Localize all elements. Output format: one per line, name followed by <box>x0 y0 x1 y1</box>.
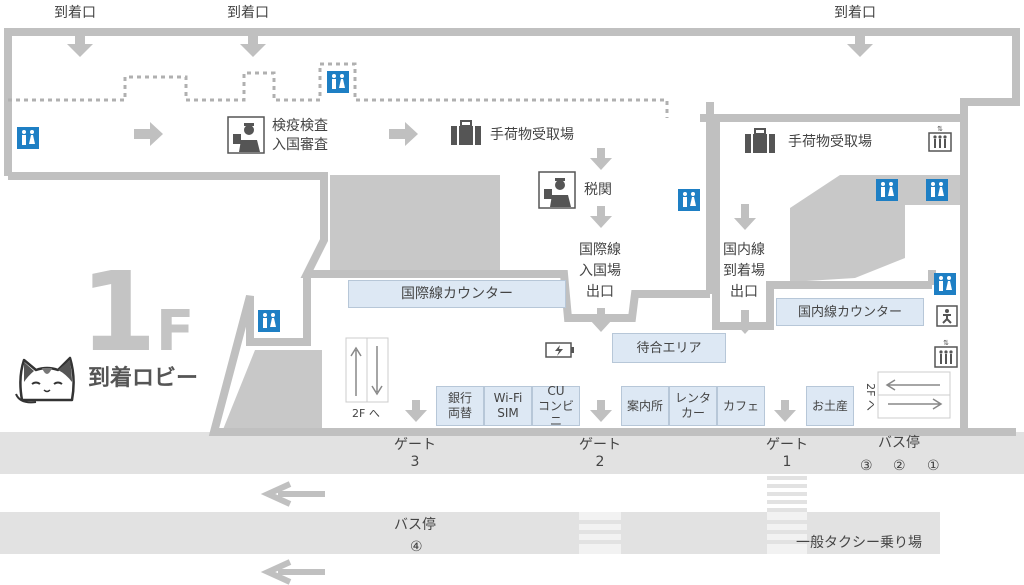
gate-2-label: ゲート <box>579 437 621 453</box>
shop-line: 案内所 <box>626 398 663 413</box>
shop-souvenir: お土産 <box>806 386 854 426</box>
wheelchair-icon <box>936 305 958 327</box>
shop-line: 銀行 <box>447 391 472 405</box>
svg-text:⇅: ⇅ <box>937 125 943 133</box>
bus-stop-number: ① <box>927 458 940 474</box>
shop-line: 両替 <box>447 406 472 420</box>
intl-exit-label-3: 出口 <box>586 284 614 300</box>
road-arrow-upper <box>260 481 325 507</box>
baggage-claim-dom-label: 手荷物受取場 <box>788 134 872 150</box>
toilet-icon <box>327 71 349 93</box>
road-arrow-lower <box>260 559 325 585</box>
shop-line: お土産 <box>811 398 848 413</box>
gate-1-number: 1 <box>782 454 792 470</box>
intl-exit-label-1: 国際線 <box>579 242 621 258</box>
shop-cafe: カフェ <box>717 386 765 426</box>
elevator-icon: ⇅ <box>934 338 958 368</box>
toilet-icon <box>876 179 898 201</box>
toilet-icon <box>934 273 956 295</box>
bus-stop-number: ④ <box>410 539 423 555</box>
arrival-gate-label: 到着口 <box>834 5 876 21</box>
baggage-icon <box>450 120 482 146</box>
dom-exit-label-2: 到着場 <box>723 263 765 279</box>
to-2f-label-left: 2F へ <box>352 407 380 420</box>
block-right <box>790 175 963 282</box>
toilet-icon <box>678 189 700 211</box>
shop-information: 案内所 <box>621 386 669 426</box>
block-left-shadow <box>222 350 322 432</box>
gate-1-label: ゲート <box>766 437 808 453</box>
baggage-icon <box>744 128 776 154</box>
shop-bank-exchange: 銀行両替 <box>436 386 484 426</box>
baggage-claim-intl-label: 手荷物受取場 <box>490 127 574 143</box>
bus-stop-left-label: バス停 <box>394 517 436 533</box>
bus-stop-right-label: バス停 <box>878 435 920 451</box>
intl-exit-label-2: 入国場 <box>579 263 621 279</box>
bus-stop-number: ② <box>893 458 906 474</box>
customs-label: 税関 <box>584 182 612 198</box>
immigration-label: 入国審査 <box>272 137 328 153</box>
passport-control-icon <box>538 171 576 209</box>
arrival-gate-label: 到着口 <box>227 5 269 21</box>
arrival-gate-label: 到着口 <box>54 5 96 21</box>
road-upper <box>0 432 1024 474</box>
floor-number-one: 1 <box>80 248 157 376</box>
shop-line: Wi-Fi <box>493 391 523 405</box>
to-2f-label-right: 2F へ <box>864 383 877 411</box>
taxi-stand-label: 一般タクシー乗り場 <box>796 535 922 551</box>
gate-3-label: ゲート <box>394 437 436 453</box>
waiting-area: 待合エリア <box>612 333 726 363</box>
intl-counter: 国際線カウンター <box>348 280 566 308</box>
shop-line: レンタ <box>674 391 711 405</box>
passport-control-icon <box>227 116 265 154</box>
dom-counter: 国内線カウンター <box>776 298 924 326</box>
dom-exit-label-3: 出口 <box>730 284 758 300</box>
shop-line: SIM <box>497 406 519 420</box>
block-center <box>330 175 500 274</box>
bus-stop-number: ③ <box>860 458 873 474</box>
escalator-right <box>877 371 951 419</box>
toilet-icon <box>258 310 280 332</box>
gate-3-number: 3 <box>410 454 420 470</box>
shop-rent-a-car: レンタカー <box>669 386 717 426</box>
shop-line: カフェ <box>722 398 759 413</box>
cat-icon <box>14 350 80 406</box>
dotted-boundary <box>8 62 669 118</box>
escalator-left <box>345 337 389 403</box>
shop-line: CU <box>547 383 565 398</box>
quarantine-label: 検疫検査 <box>272 118 328 134</box>
gate-2-number: 2 <box>595 454 605 470</box>
dom-exit-label-1: 国内線 <box>723 242 765 258</box>
elevator-icon: ⇅ <box>928 124 952 152</box>
crosswalk-right <box>767 476 807 512</box>
phone-charger-icon <box>545 341 575 359</box>
svg-text:⇅: ⇅ <box>943 339 949 347</box>
shop-line: カー <box>680 406 705 420</box>
crosswalk-left <box>579 476 621 512</box>
floor-number-f: F <box>156 299 194 364</box>
toilet-icon <box>926 179 948 201</box>
flow-arrows <box>67 34 873 422</box>
shop-line: コンビニ <box>537 398 574 428</box>
floor-title: 到着ロビー <box>88 366 199 391</box>
toilet-icon <box>17 127 39 149</box>
